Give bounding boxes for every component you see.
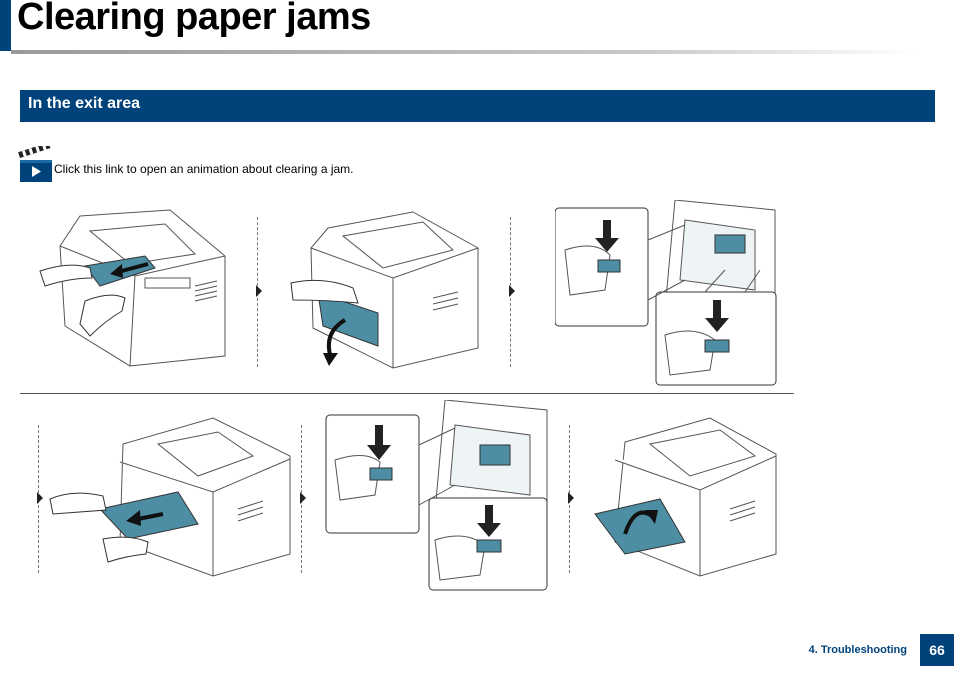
step3-release-levers-illustration — [555, 200, 777, 386]
page-number: 66 — [920, 634, 954, 666]
step1-pull-paper-illustration — [39, 209, 226, 367]
step6-close-rear-cover-illustration — [594, 417, 777, 577]
step4-remove-jammed-paper-illustration — [49, 417, 291, 577]
animation-link[interactable]: Click this link to open an animation abo… — [18, 146, 354, 184]
page-title: Clearing paper jams — [17, 0, 371, 38]
row-divider — [20, 393, 794, 394]
step-arrow-icon — [509, 285, 515, 297]
step-arrow-icon — [37, 492, 43, 504]
footer-chapter: 4. Troubleshooting — [808, 644, 907, 656]
step-arrow-icon — [568, 492, 574, 504]
section-heading: In the exit area — [28, 95, 141, 112]
title-divider — [11, 50, 916, 54]
step5-push-levers-back-illustration — [325, 400, 548, 591]
section-header: In the exit area — [20, 90, 935, 122]
video-clapperboard-icon — [18, 146, 52, 182]
animation-link-text[interactable]: Click this link to open an animation abo… — [54, 162, 354, 176]
header-accent-bar — [0, 0, 11, 51]
step2-open-rear-cover-illustration — [290, 211, 479, 369]
step-arrow-icon — [300, 492, 306, 504]
step-arrow-icon — [256, 285, 262, 297]
